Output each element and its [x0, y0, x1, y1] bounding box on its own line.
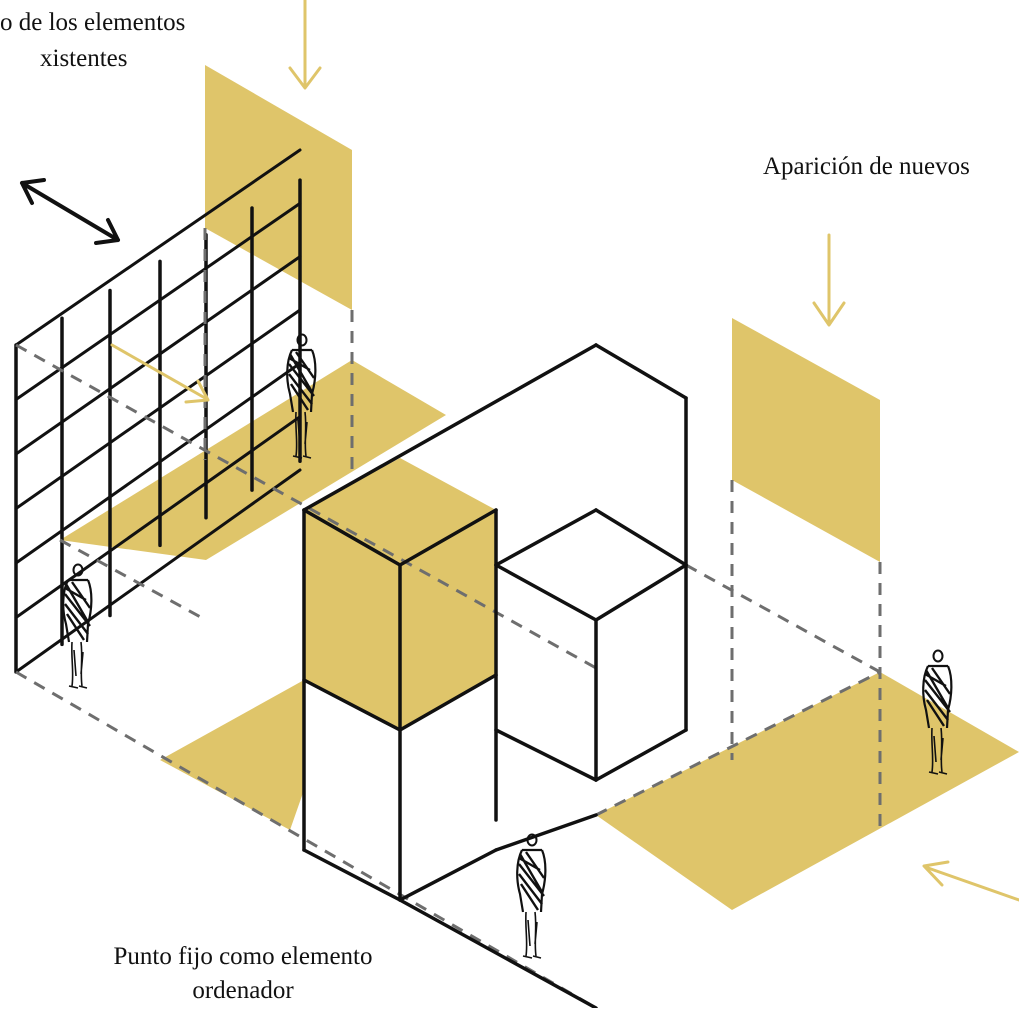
dashed-guide-mid — [15, 343, 597, 670]
grid-horizontal-0 — [14, 148, 302, 347]
grid-horizontal-3 — [14, 308, 302, 510]
base-back-edge — [494, 813, 598, 852]
ochre-floor-plane-bottom — [160, 680, 304, 830]
ochre-panel-right — [732, 318, 880, 562]
base-front-edge — [398, 898, 598, 1010]
ochre-box-face-right — [400, 510, 496, 730]
grid-horizontal-6 — [14, 468, 302, 674]
person-figure-icon-2 — [62, 563, 93, 690]
ochre-box-face-left — [304, 510, 400, 730]
box-top-right-edge — [398, 508, 498, 567]
arrow-down-right — [812, 233, 846, 327]
small-box-top-front — [494, 563, 598, 622]
double-arrow-grid — [20, 178, 120, 245]
grid-horizontal-4 — [14, 361, 302, 565]
new-elements-label: Aparición de nuevos — [763, 153, 970, 180]
fixed-point-label-line2: ordenador — [192, 977, 294, 1004]
small-box-bottom-left — [494, 728, 598, 782]
dashed-guide-floor-left — [59, 538, 207, 622]
person-figure-icon-4 — [516, 833, 547, 960]
grid-horizontal-1 — [14, 201, 302, 401]
box-top-back-right — [594, 343, 688, 400]
box-top-back-left — [302, 343, 598, 512]
ochre-floor-plane-right — [596, 672, 1019, 910]
small-box-top-right — [594, 508, 688, 567]
grid-horizontal-5 — [14, 415, 302, 619]
base-left-edge — [302, 848, 402, 902]
arrow-into-grid — [110, 343, 210, 404]
small-box-top-left — [494, 508, 598, 567]
arrow-down-top — [288, 0, 322, 90]
grid-horizontal-2 — [14, 255, 302, 456]
small-box-top-back — [594, 563, 688, 622]
box-mid-left-edge — [302, 678, 402, 732]
dashed-guide-bottom-left — [15, 670, 597, 1010]
dashed-guide-right-top — [685, 563, 881, 674]
diagram-shapes — [14, 0, 1019, 1010]
base-inner-edge — [398, 848, 498, 902]
fixed-point-label-line1: Punto fijo como elemento — [113, 943, 373, 970]
ochre-panel-top-left — [205, 65, 352, 310]
small-box-bottom-right — [594, 728, 688, 782]
dashed-guide-floor-right — [595, 670, 881, 817]
existing-elements-label-line1: o de los elementos — [0, 9, 186, 36]
box-mid-right-edge — [398, 673, 498, 732]
existing-elements-label-line2: xistentes — [40, 45, 128, 72]
arrow-from-bottom-right — [922, 860, 1019, 902]
box-top-front-edge — [302, 508, 402, 567]
